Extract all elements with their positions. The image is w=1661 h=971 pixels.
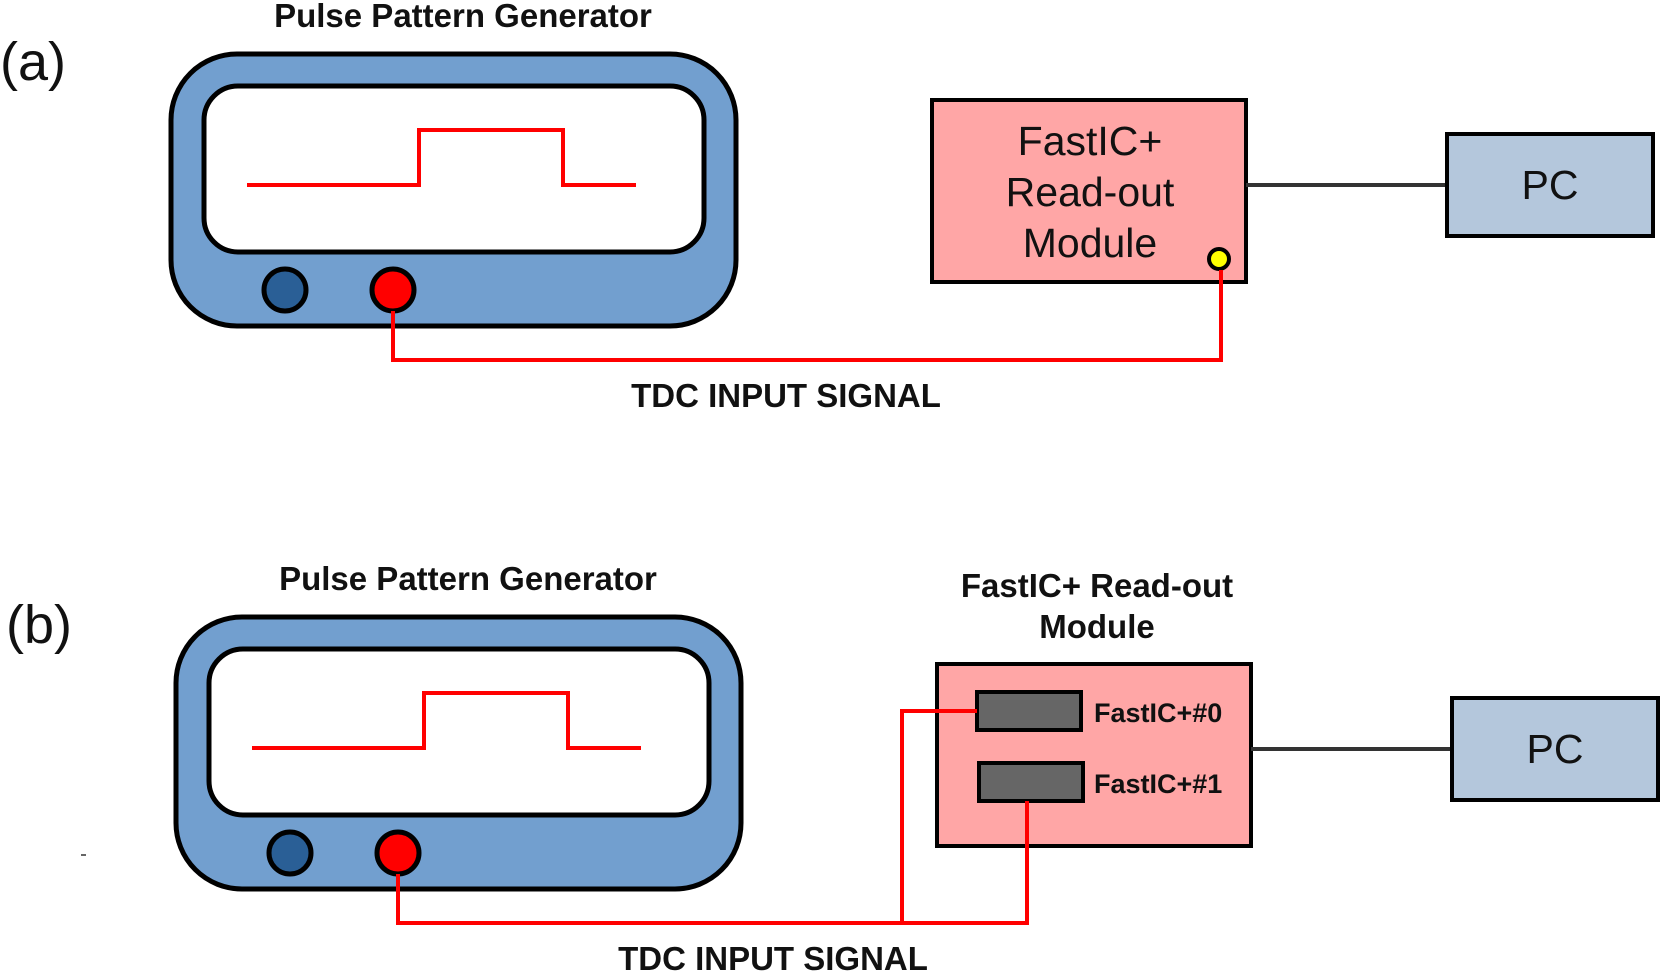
readout-module-b: FastIC+#0 FastIC+#1: [935, 662, 1253, 848]
readout-module-b-title-line2: Module: [1039, 608, 1154, 645]
generator-b-knob: [266, 829, 314, 877]
generator-b-output-connector: [374, 829, 422, 877]
panel-a: (a) Pulse Pattern Generator FastIC+ Read…: [0, 0, 1655, 414]
generator-a-screen: [201, 83, 707, 255]
pc-b-label: PC: [1527, 726, 1584, 772]
fastic-chip-1: [977, 761, 1085, 803]
pulse-waveform-a: [247, 128, 636, 187]
tdc-signal-cable-b-chip0: [900, 709, 977, 923]
fastic-chip-1-label: FastIC+#1: [1094, 769, 1222, 799]
generator-b-screen: [206, 646, 712, 818]
panel-a-tag: (a): [0, 32, 66, 92]
readout-module-a-line2: Read-out: [1006, 169, 1175, 215]
readout-module-a-line1: FastIC+: [1018, 118, 1163, 164]
pulse-generator-b: [173, 614, 744, 892]
generator-a-output-connector: [369, 266, 417, 314]
pc-a-box: [1445, 132, 1655, 238]
tdc-signal-label-a: TDC INPUT SIGNAL: [631, 377, 941, 414]
generator-a-knob: [261, 266, 309, 314]
tdc-signal-cable-a: [391, 270, 1223, 362]
pc-a: PC: [1445, 132, 1655, 238]
generator-a-title: Pulse Pattern Generator: [274, 0, 652, 34]
fastic-chip-0-label: FastIC+#0: [1094, 698, 1222, 728]
tdc-signal-label-b: TDC INPUT SIGNAL: [618, 940, 928, 971]
readout-module-a: FastIC+ Read-out Module: [930, 98, 1248, 284]
tdc-signal-cable-b-chip1: [396, 801, 1029, 925]
pc-b: PC: [1450, 696, 1660, 802]
readout-module-a-box: [930, 98, 1248, 284]
readout-module-b-title-line1: FastIC+ Read-out: [961, 567, 1233, 604]
pulse-generator-a: [168, 51, 739, 329]
fastic-chip-0: [975, 690, 1083, 732]
readout-module-a-input-connector: [1207, 247, 1231, 271]
generator-b-title: Pulse Pattern Generator: [279, 560, 657, 597]
pc-a-label: PC: [1522, 162, 1579, 208]
readout-module-a-line3: Module: [1023, 220, 1157, 266]
pulse-waveform-b: [252, 691, 641, 750]
pc-b-box: [1450, 696, 1660, 802]
panel-b-tag: (b): [6, 595, 72, 655]
panel-b: (b) Pulse Pattern Generator FastIC+ Read…: [6, 560, 1660, 971]
